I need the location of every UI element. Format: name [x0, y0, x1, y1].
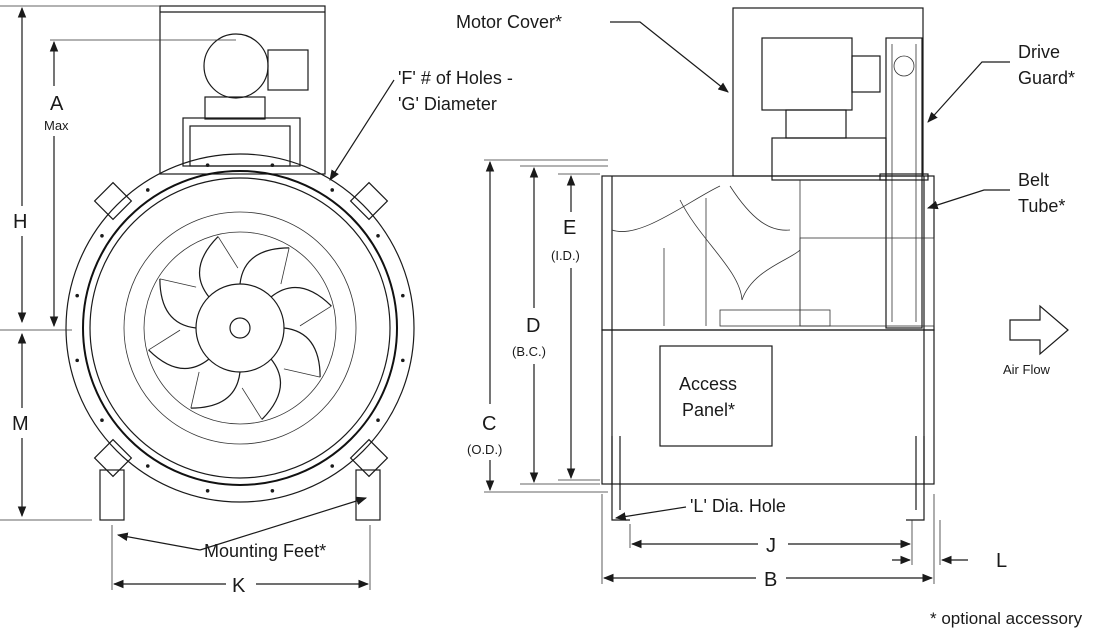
- dim-d-label: D: [526, 315, 540, 337]
- dim-e-label: E: [563, 217, 576, 239]
- motor-icon: [203, 33, 269, 99]
- access-panel-shape: [659, 345, 773, 447]
- dim-e-sub-label: (I.D.): [551, 248, 580, 263]
- dim-a-label: A: [50, 93, 64, 115]
- air-flow-arrow-icon: [1009, 304, 1069, 356]
- access-panel-label-line1: Access: [679, 374, 737, 394]
- dim-a-sub-label: Max: [44, 118, 69, 133]
- impeller-icon: [148, 236, 332, 420]
- front-view: A Max H M K 'F' # of Holes - 'G' Diamete…: [0, 5, 513, 598]
- dim-c-label: C: [482, 413, 496, 435]
- dim-k-label: K: [232, 575, 246, 597]
- drive-guard-shape: [885, 37, 923, 329]
- housing-flange-outer: [65, 153, 415, 503]
- corner-brackets: [93, 181, 389, 478]
- footnote: * optional accessory: [930, 609, 1083, 628]
- dim-m-label: M: [12, 413, 29, 435]
- air-flow-label: Air Flow: [1003, 362, 1051, 377]
- holes-label-line2: 'G' Diameter: [398, 94, 497, 114]
- belt-tube-label-line2: Tube*: [1018, 196, 1065, 216]
- mounting-foot-left: [99, 469, 125, 521]
- belt-tube-label-line1: Belt: [1018, 170, 1049, 190]
- dim-j-label: J: [766, 535, 776, 557]
- dim-b-label: B: [764, 569, 777, 591]
- dim-h-label: H: [13, 211, 27, 233]
- dim-c-sub-label: (O.D.): [467, 442, 502, 457]
- holes-label-line1: 'F' # of Holes -: [398, 68, 513, 88]
- side-view: Access Panel* E (I.D.) D (B.C.) C (O.D.): [456, 7, 1075, 592]
- housing-body: [601, 175, 935, 331]
- drive-guard-label-line1: Drive: [1018, 42, 1060, 62]
- dim-d-sub-label: (B.C.): [512, 344, 546, 359]
- bolt-holes: [75, 163, 405, 493]
- dim-l-label: L: [996, 550, 1007, 572]
- mounting-foot-right: [355, 469, 381, 521]
- access-panel-label-line2: Panel*: [682, 400, 735, 420]
- motor-cover-label: Motor Cover*: [456, 12, 562, 32]
- mounting-feet-label: Mounting Feet*: [204, 541, 326, 561]
- l-hole-label: 'L' Dia. Hole: [690, 496, 786, 516]
- drive-guard-label-line2: Guard*: [1018, 68, 1075, 88]
